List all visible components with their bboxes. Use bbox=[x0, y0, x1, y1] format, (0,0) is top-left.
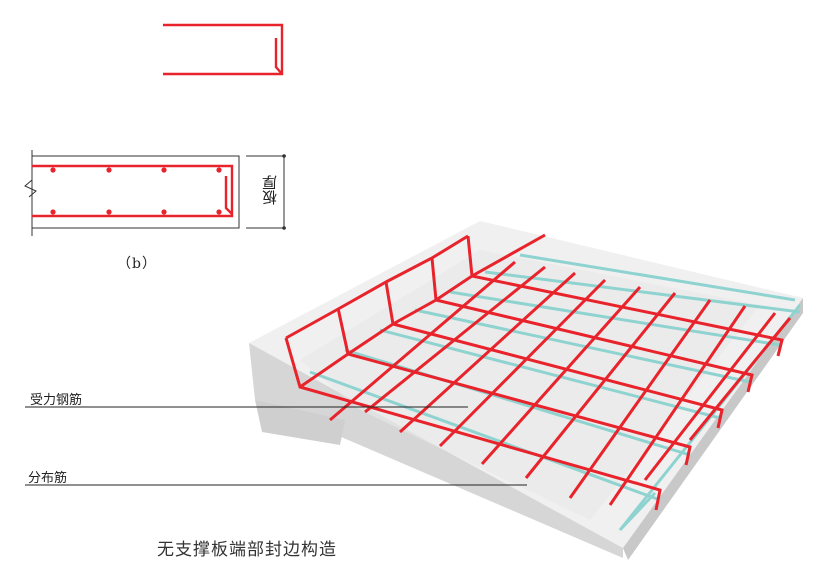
figure-caption: 无支撑板端部封边构造 bbox=[157, 540, 337, 560]
slab-3d bbox=[249, 221, 803, 560]
leader-lines bbox=[25, 406, 527, 486]
main-rebar-grid bbox=[284, 233, 792, 511]
sub-figure-label: （b） bbox=[117, 256, 157, 272]
distribution-rebar-label: 分布筋 bbox=[28, 471, 68, 486]
slab-thickness-label: 板厚 bbox=[261, 175, 279, 205]
section-b-drawing bbox=[24, 150, 286, 236]
main-rebar-label: 受力钢筋 bbox=[30, 393, 83, 408]
closure-detail-top bbox=[163, 23, 284, 76]
